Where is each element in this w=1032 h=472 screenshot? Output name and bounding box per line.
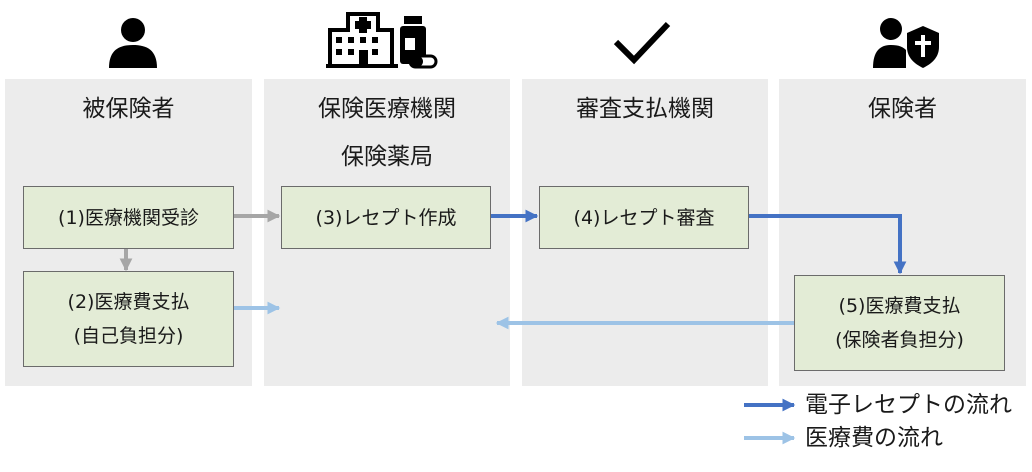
insurer-shield-icon <box>873 18 939 68</box>
column-title: 被保険者 <box>82 96 175 122</box>
person-icon <box>109 18 157 68</box>
step-medical-visit: (1)医療機関受診 <box>23 186 234 249</box>
step-label-line1: (2)医療費支払 <box>67 291 190 313</box>
step-insurer-payment: (5)医療費支払 (保険者負担分) <box>794 275 1005 371</box>
check-icon <box>613 21 671 65</box>
step-label-line1: (5)医療費支払 <box>838 295 961 317</box>
step-label: (3)レセプト作成 <box>315 206 457 229</box>
step-label: (1)医療機関受診 <box>58 206 199 229</box>
legend-electronic-label: 電子レセプトの流れ <box>805 392 1012 418</box>
column-title: 審査支払機関 <box>576 96 714 122</box>
legend-medical-cost-label: 医療費の流れ <box>805 425 943 451</box>
step-label: (4)レセプト審査 <box>573 206 715 229</box>
step-copayment: (2)医療費支払 (自己負担分) <box>23 271 234 367</box>
step-receipt-review: (4)レセプト審査 <box>539 186 749 249</box>
hospital-icon <box>326 12 438 69</box>
column-title: 保険者 <box>868 96 937 122</box>
arrow-step4-to-step5 <box>749 214 907 275</box>
column-title-line2: 保険薬局 <box>341 144 433 170</box>
step-receipt-creation: (3)レセプト作成 <box>281 186 491 249</box>
column-title-line1: 保険医療機関 <box>318 96 456 122</box>
step-label-line2: (自己負担分) <box>73 325 184 347</box>
step-label-line2: (保険者負担分) <box>835 329 964 351</box>
